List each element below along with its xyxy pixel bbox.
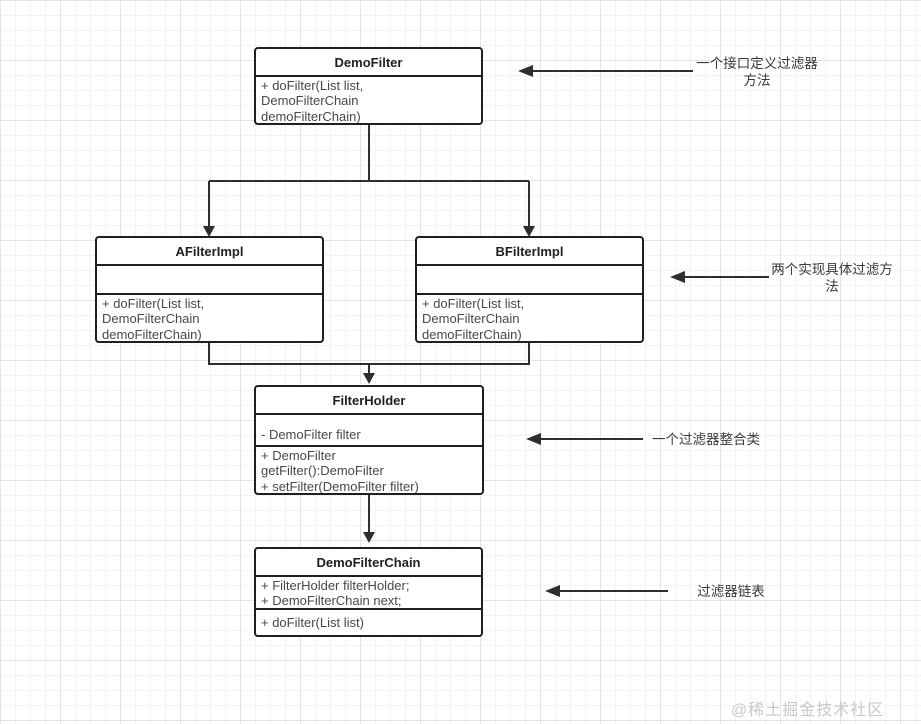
annotation-holder-note: 一个过滤器整合类 [652,432,760,447]
class-attributes [417,264,642,293]
class-title: FilterHolder [332,392,406,408]
arrowhead-interface-note [518,65,533,77]
class-demo-filter: DemoFilter + doFilter(List list, DemoFil… [254,47,483,125]
class-title: DemoFilter [334,54,403,70]
arrowhead-impl-note [670,271,685,283]
annotation-impl-note: 两个实现具体过滤方 法 [771,262,893,294]
class-a-filter-impl: AFilterImpl + doFilter(List list, DemoFi… [95,236,324,343]
arrowhead-chain-note [545,585,560,597]
annotation-chain-note: 过滤器链表 [697,584,765,599]
class-attributes: - DemoFilter filter [256,413,482,445]
annotation-interface-note: 一个接口定义过滤器 方法 [696,56,818,88]
class-methods: + doFilter(List list, DemoFilterChain de… [417,293,642,341]
class-title: BFilterImpl [495,243,564,259]
class-attributes [97,264,322,293]
class-title: AFilterImpl [175,243,244,259]
class-methods: + DemoFilter getFilter():DemoFilter + se… [256,445,482,493]
class-demo-filter-chain: DemoFilterChain + FilterHolder filterHol… [254,547,483,637]
arrowhead-filter-chain [363,532,375,543]
arrowhead-filter-holder [363,373,375,384]
class-b-filter-impl: BFilterImpl + doFilter(List list, DemoFi… [415,236,644,343]
class-title: DemoFilterChain [316,554,421,570]
class-attributes: + FilterHolder filterHolder; + DemoFilte… [256,575,481,608]
class-methods: + doFilter(List list, DemoFilterChain de… [256,75,481,123]
class-filter-holder: FilterHolder - DemoFilter filter + DemoF… [254,385,484,495]
watermark: @稀土掘金技术社区 [731,702,885,719]
class-methods: + doFilter(List list) [256,608,481,635]
arrowhead-holder-note [526,433,541,445]
merge-connector [208,343,530,365]
class-methods: + doFilter(List list, DemoFilterChain de… [97,293,322,341]
